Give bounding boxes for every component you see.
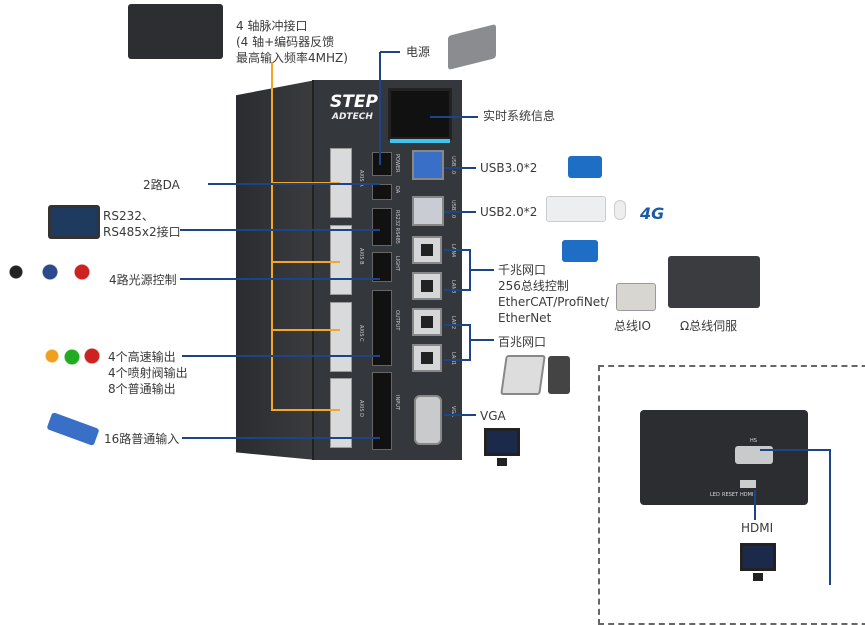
output-label: 4个高速输出 4个喷射阀输出 8个普通输出 (108, 349, 188, 397)
teach-pendant-image (548, 356, 570, 394)
usb3-label: USB3.0*2 (480, 161, 538, 175)
label-line: EtherCAT/ProfiNet/ (498, 295, 609, 309)
power-port (372, 152, 392, 176)
label-line: 最高输入频率4MHZ) (236, 51, 348, 65)
light-control-label: 4路光源控制 (109, 273, 177, 287)
usb2-label: USB2.0*2 (480, 205, 538, 219)
connector-lines (180, 51, 831, 585)
rs-interface-label: RS232、 RS485x2接口 (103, 208, 181, 240)
label-line: 千兆网口 (498, 263, 547, 277)
vga-label: VGA (480, 409, 506, 423)
lan2-port (412, 308, 442, 336)
mini-hdmi-port (740, 480, 756, 488)
usb2-port (412, 196, 444, 226)
fast-ethernet-label: 百兆网口 (498, 335, 547, 349)
controller-side-panel (236, 80, 316, 460)
label-line: 8个普通输出 (108, 382, 176, 396)
axis-d-port (330, 378, 352, 448)
buttons-image (44, 346, 102, 368)
label-line: 4个高速输出 (108, 350, 176, 364)
label-line: EtherNet (498, 311, 552, 325)
axis-b-port (330, 225, 352, 295)
lan1-port (412, 344, 442, 372)
servo-image (668, 256, 760, 308)
mini-port-label: RESET (722, 492, 739, 498)
hdmi-monitor-image (740, 543, 776, 581)
maker-logo: ADTECH (332, 112, 373, 122)
camera-image (568, 156, 602, 178)
bus-servo-label: Ω总线伺服 (680, 319, 738, 333)
bus-io-image (616, 283, 656, 311)
vga-monitor-image (484, 428, 520, 466)
usb3-port (412, 150, 444, 180)
label-line: RS485x2接口 (103, 225, 181, 239)
mini-port-label: HS (750, 438, 757, 444)
da-port (372, 184, 392, 200)
mini-port-label: LED (710, 492, 720, 498)
gigabit-ethernet-label: 千兆网口 256总线控制 EtherCAT/ProfiNet/ EtherNet (498, 262, 609, 326)
mini-port-label: HDMI (740, 492, 754, 498)
label-line: (4 轴+编码器反馈 (236, 35, 335, 49)
4g-label: 4G (640, 204, 665, 223)
hdmi-label: HDMI (741, 521, 774, 535)
label-line: RS232、 (103, 209, 154, 223)
input-label: 16路普通输入 (104, 432, 180, 446)
light-rings-image (4, 262, 90, 286)
axis-c-port (330, 302, 352, 372)
status-display (388, 88, 452, 140)
display-accent-bar (390, 139, 450, 143)
brand-logo: STEP (330, 92, 378, 112)
motion-module-image (128, 4, 223, 59)
pulse-interface-label: 4 轴脉冲接口 (4 轴+编码器反馈 最高输入频率4MHZ) (236, 18, 348, 66)
label-line: 256总线控制 (498, 279, 569, 293)
hmi-image (48, 205, 100, 239)
rs232-rs485-port (372, 208, 392, 246)
lan4-port (412, 236, 442, 264)
bus-io-label: 总线IO (614, 319, 651, 333)
label-line: 4个喷射阀输出 (108, 366, 188, 380)
camera-image-2 (562, 240, 598, 262)
power-label: 电源 (406, 45, 431, 59)
label-line: 4 轴脉冲接口 (236, 19, 308, 33)
light-port (372, 252, 392, 282)
input-port (372, 372, 392, 450)
da-label: 2路DA (143, 178, 180, 192)
compact-controller: HS LED RESET HDMI (640, 410, 808, 505)
keyboard-image (546, 196, 606, 222)
realtime-info-label: 实时系统信息 (483, 109, 556, 123)
mouse-image (614, 200, 626, 220)
output-port (372, 290, 392, 366)
lan3-port (412, 272, 442, 300)
vga-port (414, 395, 442, 445)
